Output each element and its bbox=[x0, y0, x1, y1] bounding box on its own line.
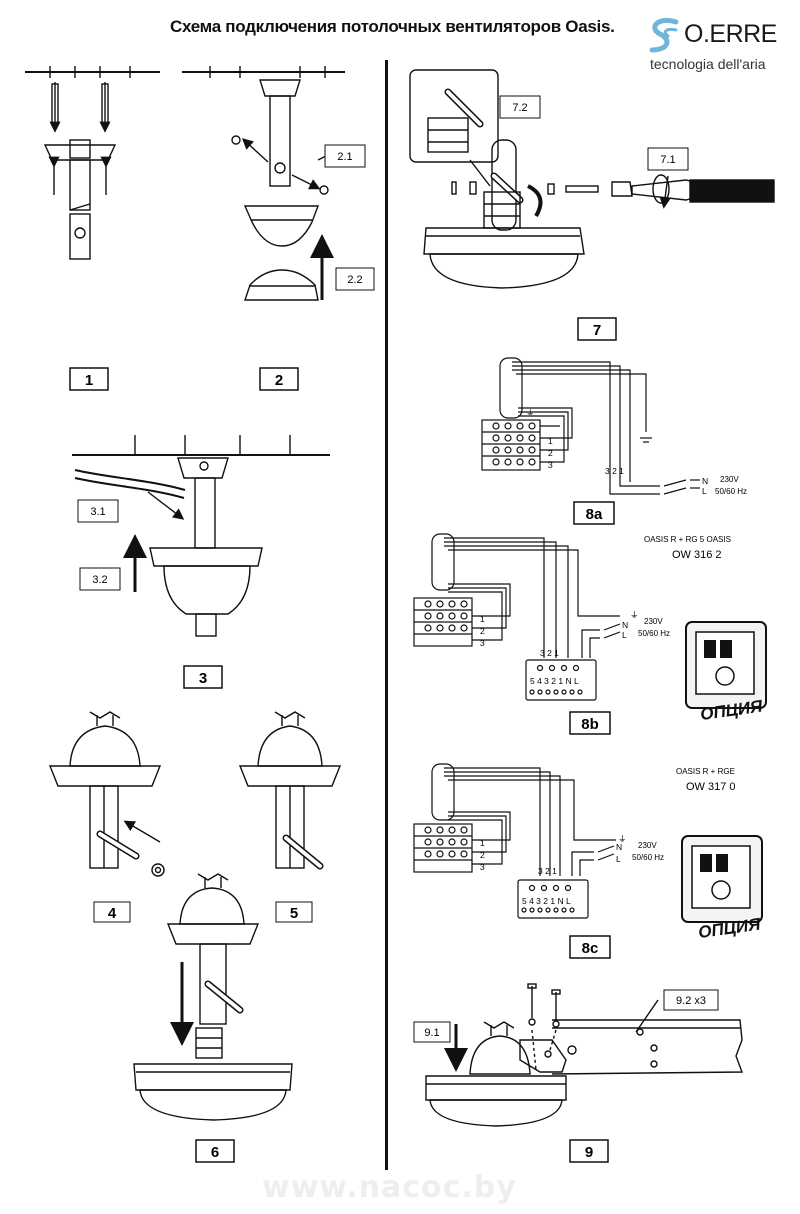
8b-code: OW 316 2 bbox=[672, 549, 722, 561]
callout-9-1-text: 9.1 bbox=[424, 1027, 439, 1039]
step-6-figure bbox=[133, 873, 293, 1121]
step-2-label bbox=[259, 367, 299, 391]
column-divider bbox=[385, 60, 388, 1170]
callout-7-2 bbox=[499, 95, 541, 119]
step-8b-number: 8b bbox=[581, 716, 599, 733]
8a-terminal-1: 1 bbox=[548, 436, 553, 446]
step-8c-number: 8c bbox=[582, 940, 599, 957]
8b-model: OASIS R + RG 5 OASIS bbox=[644, 535, 731, 544]
step-8b-label bbox=[569, 711, 611, 735]
8a-voltage: 230V bbox=[720, 475, 739, 484]
page-title: Схема подключения потолочных вентиляторо… bbox=[170, 17, 615, 36]
8c-controller-terminals: 5 4 3 2 1 N L bbox=[522, 896, 571, 906]
8a-frequency: 50/60 Hz bbox=[715, 487, 747, 496]
step-8a-label bbox=[573, 501, 615, 525]
step-3-label bbox=[183, 665, 223, 689]
step-2-canopy-figure bbox=[182, 66, 345, 301]
8b-wire-numbers: 3 2 1 bbox=[540, 648, 559, 658]
step-8a-number: 8a bbox=[586, 506, 603, 523]
8c-code: OW 317 0 bbox=[686, 781, 736, 793]
8a-line: L bbox=[702, 486, 707, 496]
brand-block: O.ERRE tecnologia dell'aria bbox=[646, 14, 796, 78]
8a-wire-numbers: 3 2 1 bbox=[605, 466, 624, 476]
8b-voltage: 230V bbox=[644, 617, 663, 626]
8b-terminal-1: 1 bbox=[480, 614, 485, 624]
step-5-label bbox=[275, 901, 313, 923]
8b-earth: ⏚ bbox=[630, 610, 639, 620]
step-4-number: 4 bbox=[108, 905, 117, 922]
step-7-number: 7 bbox=[593, 322, 601, 339]
8c-terminal-1: 1 bbox=[480, 838, 485, 848]
8c-voltage: 230V bbox=[638, 841, 657, 850]
step-8a-wiring-figure bbox=[481, 357, 700, 495]
callout-3-1 bbox=[77, 499, 119, 523]
8b-line: L bbox=[622, 630, 627, 640]
callout-9-2-text: 9.2 x3 bbox=[676, 995, 706, 1007]
watermark: www.nacoc.by bbox=[262, 1170, 517, 1205]
8a-terminal-2: 2 bbox=[548, 448, 553, 458]
step-8c-wiring-figure bbox=[413, 763, 616, 919]
step-4-figure bbox=[48, 711, 165, 877]
step-5-figure bbox=[238, 711, 342, 870]
8a-terminal-3: 3 bbox=[548, 460, 553, 470]
oerre-swirl-logo-icon bbox=[649, 18, 679, 53]
brand-tagline: tecnologia dell'aria bbox=[650, 56, 766, 72]
callout-2-2-text: 2.2 bbox=[347, 274, 362, 286]
step-2-number: 2 bbox=[275, 372, 283, 389]
brand-name: O.ERRE bbox=[684, 20, 777, 48]
callout-3-2-text: 3.2 bbox=[92, 574, 107, 586]
callout-7-2-text: 7.2 bbox=[512, 102, 527, 114]
8b-wall-controller bbox=[685, 621, 767, 709]
callout-7-1-text: 7.1 bbox=[660, 154, 675, 166]
step-7-label bbox=[577, 317, 617, 341]
8c-terminal-3: 3 bbox=[480, 862, 485, 872]
step-9-label bbox=[569, 1139, 609, 1163]
8a-neutral: N bbox=[702, 476, 708, 486]
8b-terminal-3: 3 bbox=[480, 638, 485, 648]
callout-9-1 bbox=[413, 1021, 451, 1043]
callout-3-1-text: 3.1 bbox=[90, 506, 105, 518]
step-1-number: 1 bbox=[85, 372, 93, 389]
8a-earth: ⏚ bbox=[526, 408, 535, 418]
step-3-number: 3 bbox=[199, 670, 207, 687]
step-8b-wiring-figure bbox=[413, 533, 621, 701]
callout-2-1-text: 2.1 bbox=[337, 151, 352, 163]
8c-frequency: 50/60 Hz bbox=[632, 853, 664, 862]
callout-7-1 bbox=[647, 147, 689, 171]
8c-wall-controller bbox=[681, 835, 763, 923]
8b-frequency: 50/60 Hz bbox=[638, 629, 670, 638]
step-1-bracket-figure bbox=[25, 66, 160, 260]
callout-9-2 bbox=[663, 989, 719, 1011]
8b-controller-terminals: 5 4 3 2 1 N L bbox=[530, 676, 579, 686]
step-4-label bbox=[93, 901, 131, 923]
8c-wire-numbers: 3 2 1 bbox=[538, 866, 557, 876]
step-1-label bbox=[69, 367, 109, 391]
8c-model: OASIS R + RGE bbox=[676, 767, 735, 776]
step-6-number: 6 bbox=[211, 1144, 219, 1161]
8b-terminal-2: 2 bbox=[480, 626, 485, 636]
callout-3-2 bbox=[79, 567, 121, 591]
8c-line: L bbox=[616, 854, 621, 864]
8c-terminal-2: 2 bbox=[480, 850, 485, 860]
callout-2-1 bbox=[324, 144, 366, 168]
step-3-wiring-figure bbox=[72, 435, 330, 637]
8c-neutral: N bbox=[616, 842, 622, 852]
step-7-figure bbox=[409, 69, 775, 289]
8c-earth: ⏚ bbox=[618, 834, 627, 844]
callout-2-2 bbox=[335, 267, 375, 291]
step-6-label bbox=[195, 1139, 235, 1163]
step-8c-label bbox=[569, 935, 611, 959]
8b-neutral: N bbox=[622, 620, 628, 630]
step-9-number: 9 bbox=[585, 1144, 593, 1161]
step-9-figure bbox=[425, 983, 744, 1127]
step-5-number: 5 bbox=[290, 905, 298, 922]
